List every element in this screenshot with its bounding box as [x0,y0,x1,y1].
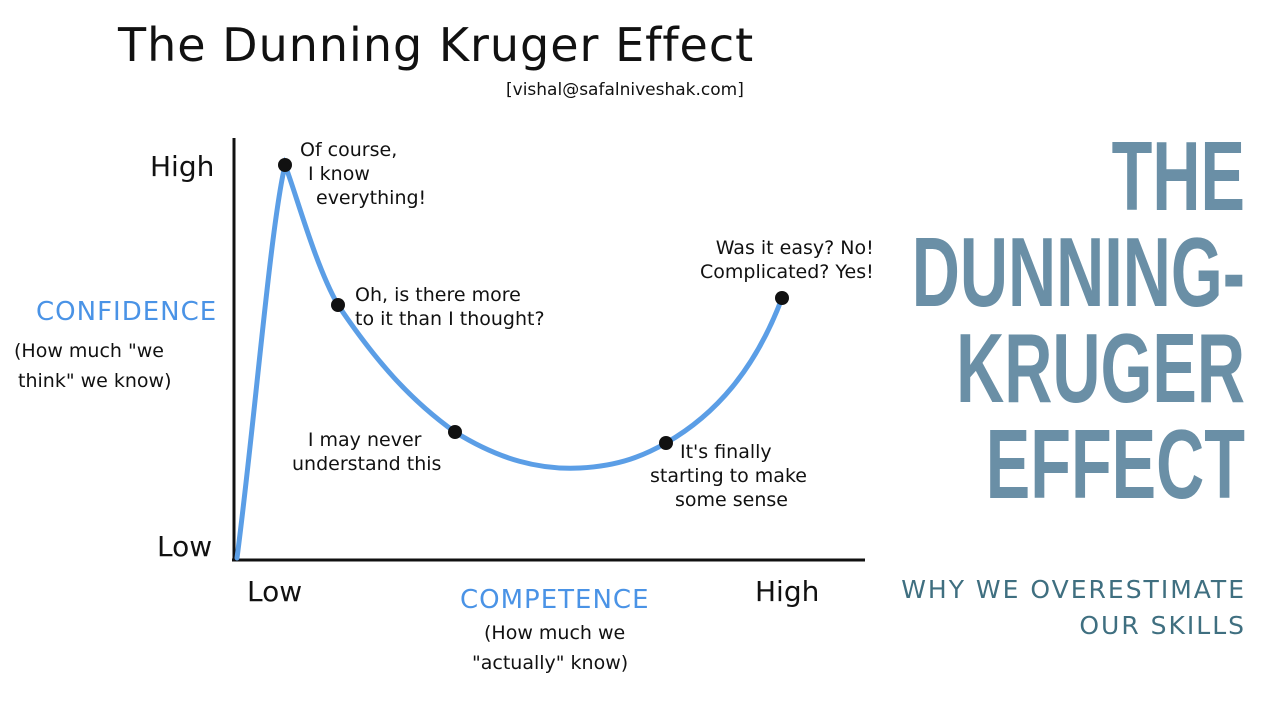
annotation-end: Was it easy? No! Complicated? Yes! [700,236,874,284]
y-high-label: High [150,150,215,183]
subheadline: WHY WE OVERESTIMATE OUR SKILLS [901,572,1246,644]
annotation-line: to it than I thought? [355,308,545,330]
x-axis-label: COMPETENCE [460,585,650,615]
y-low-label: Low [157,530,213,563]
point-peak [278,158,292,172]
chart-title: The Dunning Kruger Effect [118,18,755,72]
headline-line: KRUGER [956,313,1245,423]
annotation-line: I may never [307,429,422,451]
annotation-line: It's finally [680,441,772,463]
headline: THE DUNNING- KRUGER EFFECT [911,121,1245,519]
annotation-line: Oh, is there more [355,284,521,306]
annotation-line: Complicated? Yes! [700,261,874,283]
y-axis-sublabel-2: think" we know) [18,370,172,392]
y-axis-label: CONFIDENCE [36,297,218,327]
annotation-peak: Of course, I know everything! [300,138,426,210]
x-low-label: Low [247,575,303,608]
annotation-line: Was it easy? No! [715,237,874,259]
annotation-line: some sense [675,489,788,511]
x-axis-sublabel-2: "actually" know) [472,652,629,674]
annotation-line: everything! [316,187,427,209]
annotation-rise: It's finally starting to make some sense [650,440,807,512]
headline-line: EFFECT [985,409,1245,519]
annotation-line: understand this [292,453,442,475]
x-high-label: High [755,575,820,608]
subheadline-line: OUR SKILLS [1079,611,1246,640]
point-valley [448,425,462,439]
annotation-decline: Oh, is there more to it than I thought? [355,283,545,331]
y-axis-sublabel-1: (How much "we [14,340,164,362]
headline-line: DUNNING- [911,217,1245,327]
annotation-valley: I may never understand this [292,428,441,476]
annotation-line: starting to make [650,465,807,487]
credit: [vishal@safalniveshak.com] [506,80,744,100]
subheadline-line: WHY WE OVERESTIMATE [901,575,1246,604]
point-end [775,291,789,305]
headline-line: THE [1111,121,1245,231]
x-axis-sublabel-1: (How much we [484,622,626,644]
annotation-line: I know [308,163,370,185]
point-rise [659,436,673,450]
annotation-line: Of course, [300,139,398,161]
point-decline [331,298,345,312]
